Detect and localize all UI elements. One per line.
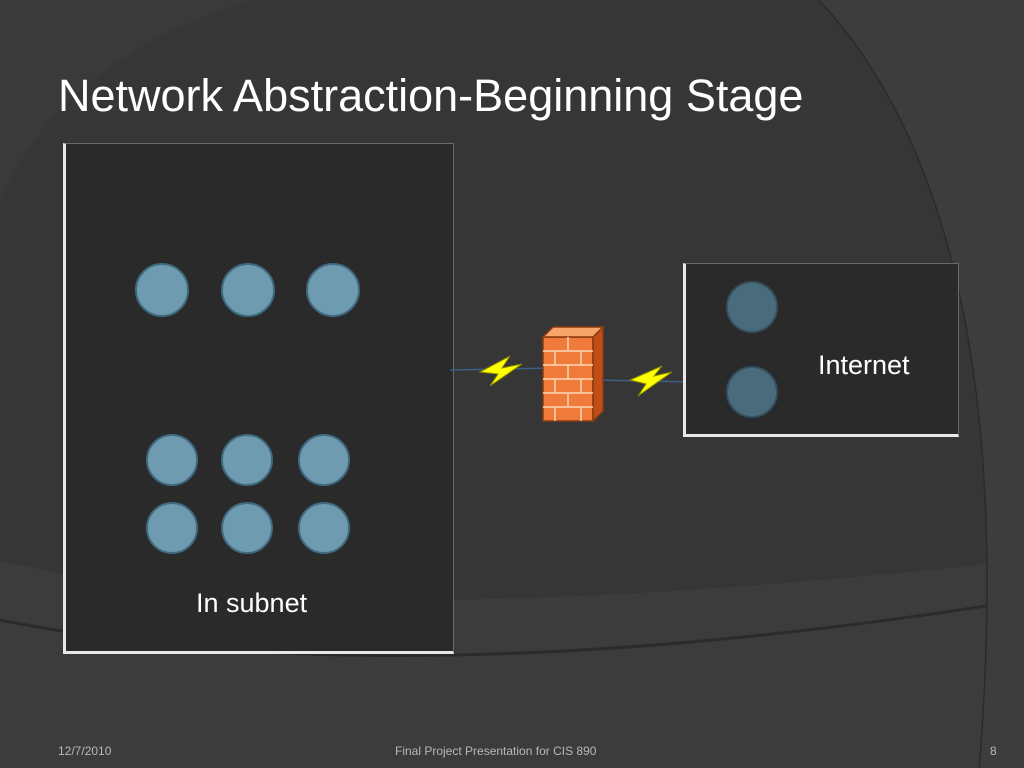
subnet-panel: In subnet [63,143,454,654]
subnet-node [135,263,189,317]
internet-panel: Internet [683,263,959,437]
lightning-bolt-left [478,355,523,387]
page-number: 8 [990,744,997,758]
subnet-node [221,434,273,486]
firewall-icon [541,325,605,423]
internet-node [726,281,778,333]
subnet-node [306,263,360,317]
subnet-node [146,502,198,554]
subnet-node [146,434,198,486]
subnet-node [298,502,350,554]
slide-title: Network Abstraction-Beginning Stage [58,70,804,121]
lightning-bolt-right [628,365,673,397]
subnet-node [298,434,350,486]
subnet-label: In subnet [196,588,308,618]
internet-label: Internet [818,350,910,380]
connection-links [449,355,696,397]
footer-date: 12/7/2010 [58,744,112,758]
footer-center-text: Final Project Presentation for CIS 890 [395,744,597,758]
internet-node [726,366,778,418]
subnet-node [221,263,275,317]
subnet-node [221,502,273,554]
